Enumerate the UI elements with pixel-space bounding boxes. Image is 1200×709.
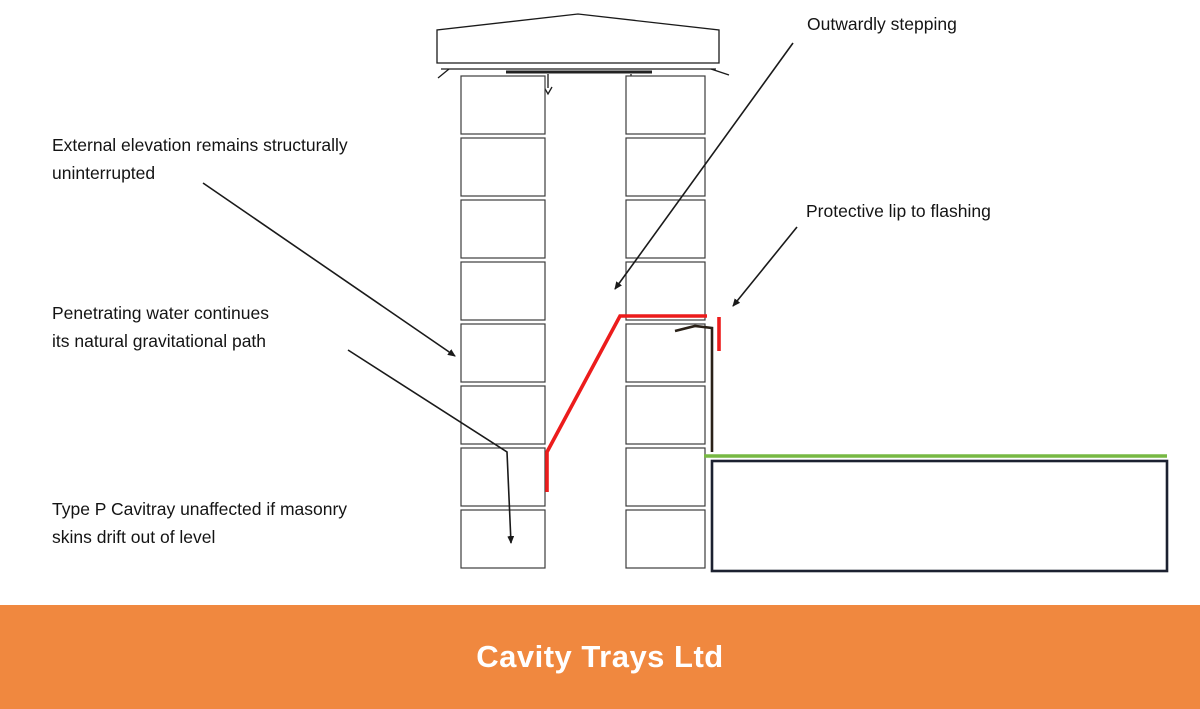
coping-cap <box>436 13 720 64</box>
masonry-block <box>460 75 546 135</box>
coping-drip-left <box>437 68 450 79</box>
label-line: its natural gravitational path <box>52 331 267 351</box>
left-masonry-column <box>460 75 546 569</box>
label-protective-lip: Protective lip to flashing <box>806 201 991 221</box>
masonry-block <box>460 323 546 383</box>
cavity-tray-red <box>545 314 707 492</box>
coping-stone <box>436 13 730 96</box>
leader-outwardly-stepping <box>614 42 794 290</box>
label-line: Type P Cavitray unaffected if masonry <box>52 499 348 519</box>
masonry-block <box>625 137 706 197</box>
leader-external-elevation <box>202 182 456 357</box>
coping-drip-right <box>710 68 730 76</box>
masonry-block <box>625 509 706 569</box>
label-line: skins drift out of level <box>52 527 216 547</box>
footer-banner: Cavity Trays Ltd <box>0 605 1200 709</box>
masonry-block <box>460 261 546 321</box>
label-penetrating-water: Penetrating water continues its natural … <box>52 299 269 355</box>
leader-penetrating-water <box>347 349 515 544</box>
masonry-block <box>625 385 706 445</box>
masonry-block <box>625 261 706 321</box>
lead-flashing-dark <box>674 324 714 452</box>
masonry-block <box>625 447 706 507</box>
masonry-block <box>625 323 706 383</box>
leader-protective-lip <box>732 226 798 307</box>
masonry-block <box>625 75 706 135</box>
label-outwardly-stepping: Outwardly stepping <box>807 14 957 34</box>
masonry-block <box>460 509 546 569</box>
banner-title: Cavity Trays Ltd <box>476 639 724 674</box>
masonry-block <box>460 199 546 259</box>
cavity-tray-diagram <box>202 13 1169 573</box>
masonry-block <box>460 385 546 445</box>
right-masonry-column <box>625 75 706 569</box>
label-line: External elevation remains structurally <box>52 135 348 155</box>
masonry-block <box>460 447 546 507</box>
masonry-block <box>460 137 546 197</box>
masonry-block <box>625 199 706 259</box>
label-external-elevation: External elevation remains structurally … <box>52 131 348 187</box>
roof-deck <box>710 459 1169 573</box>
label-line: Penetrating water continues <box>52 303 269 323</box>
label-line: uninterrupted <box>52 163 156 183</box>
label-type-p-cavitray: Type P Cavitray unaffected if masonry sk… <box>52 495 347 551</box>
